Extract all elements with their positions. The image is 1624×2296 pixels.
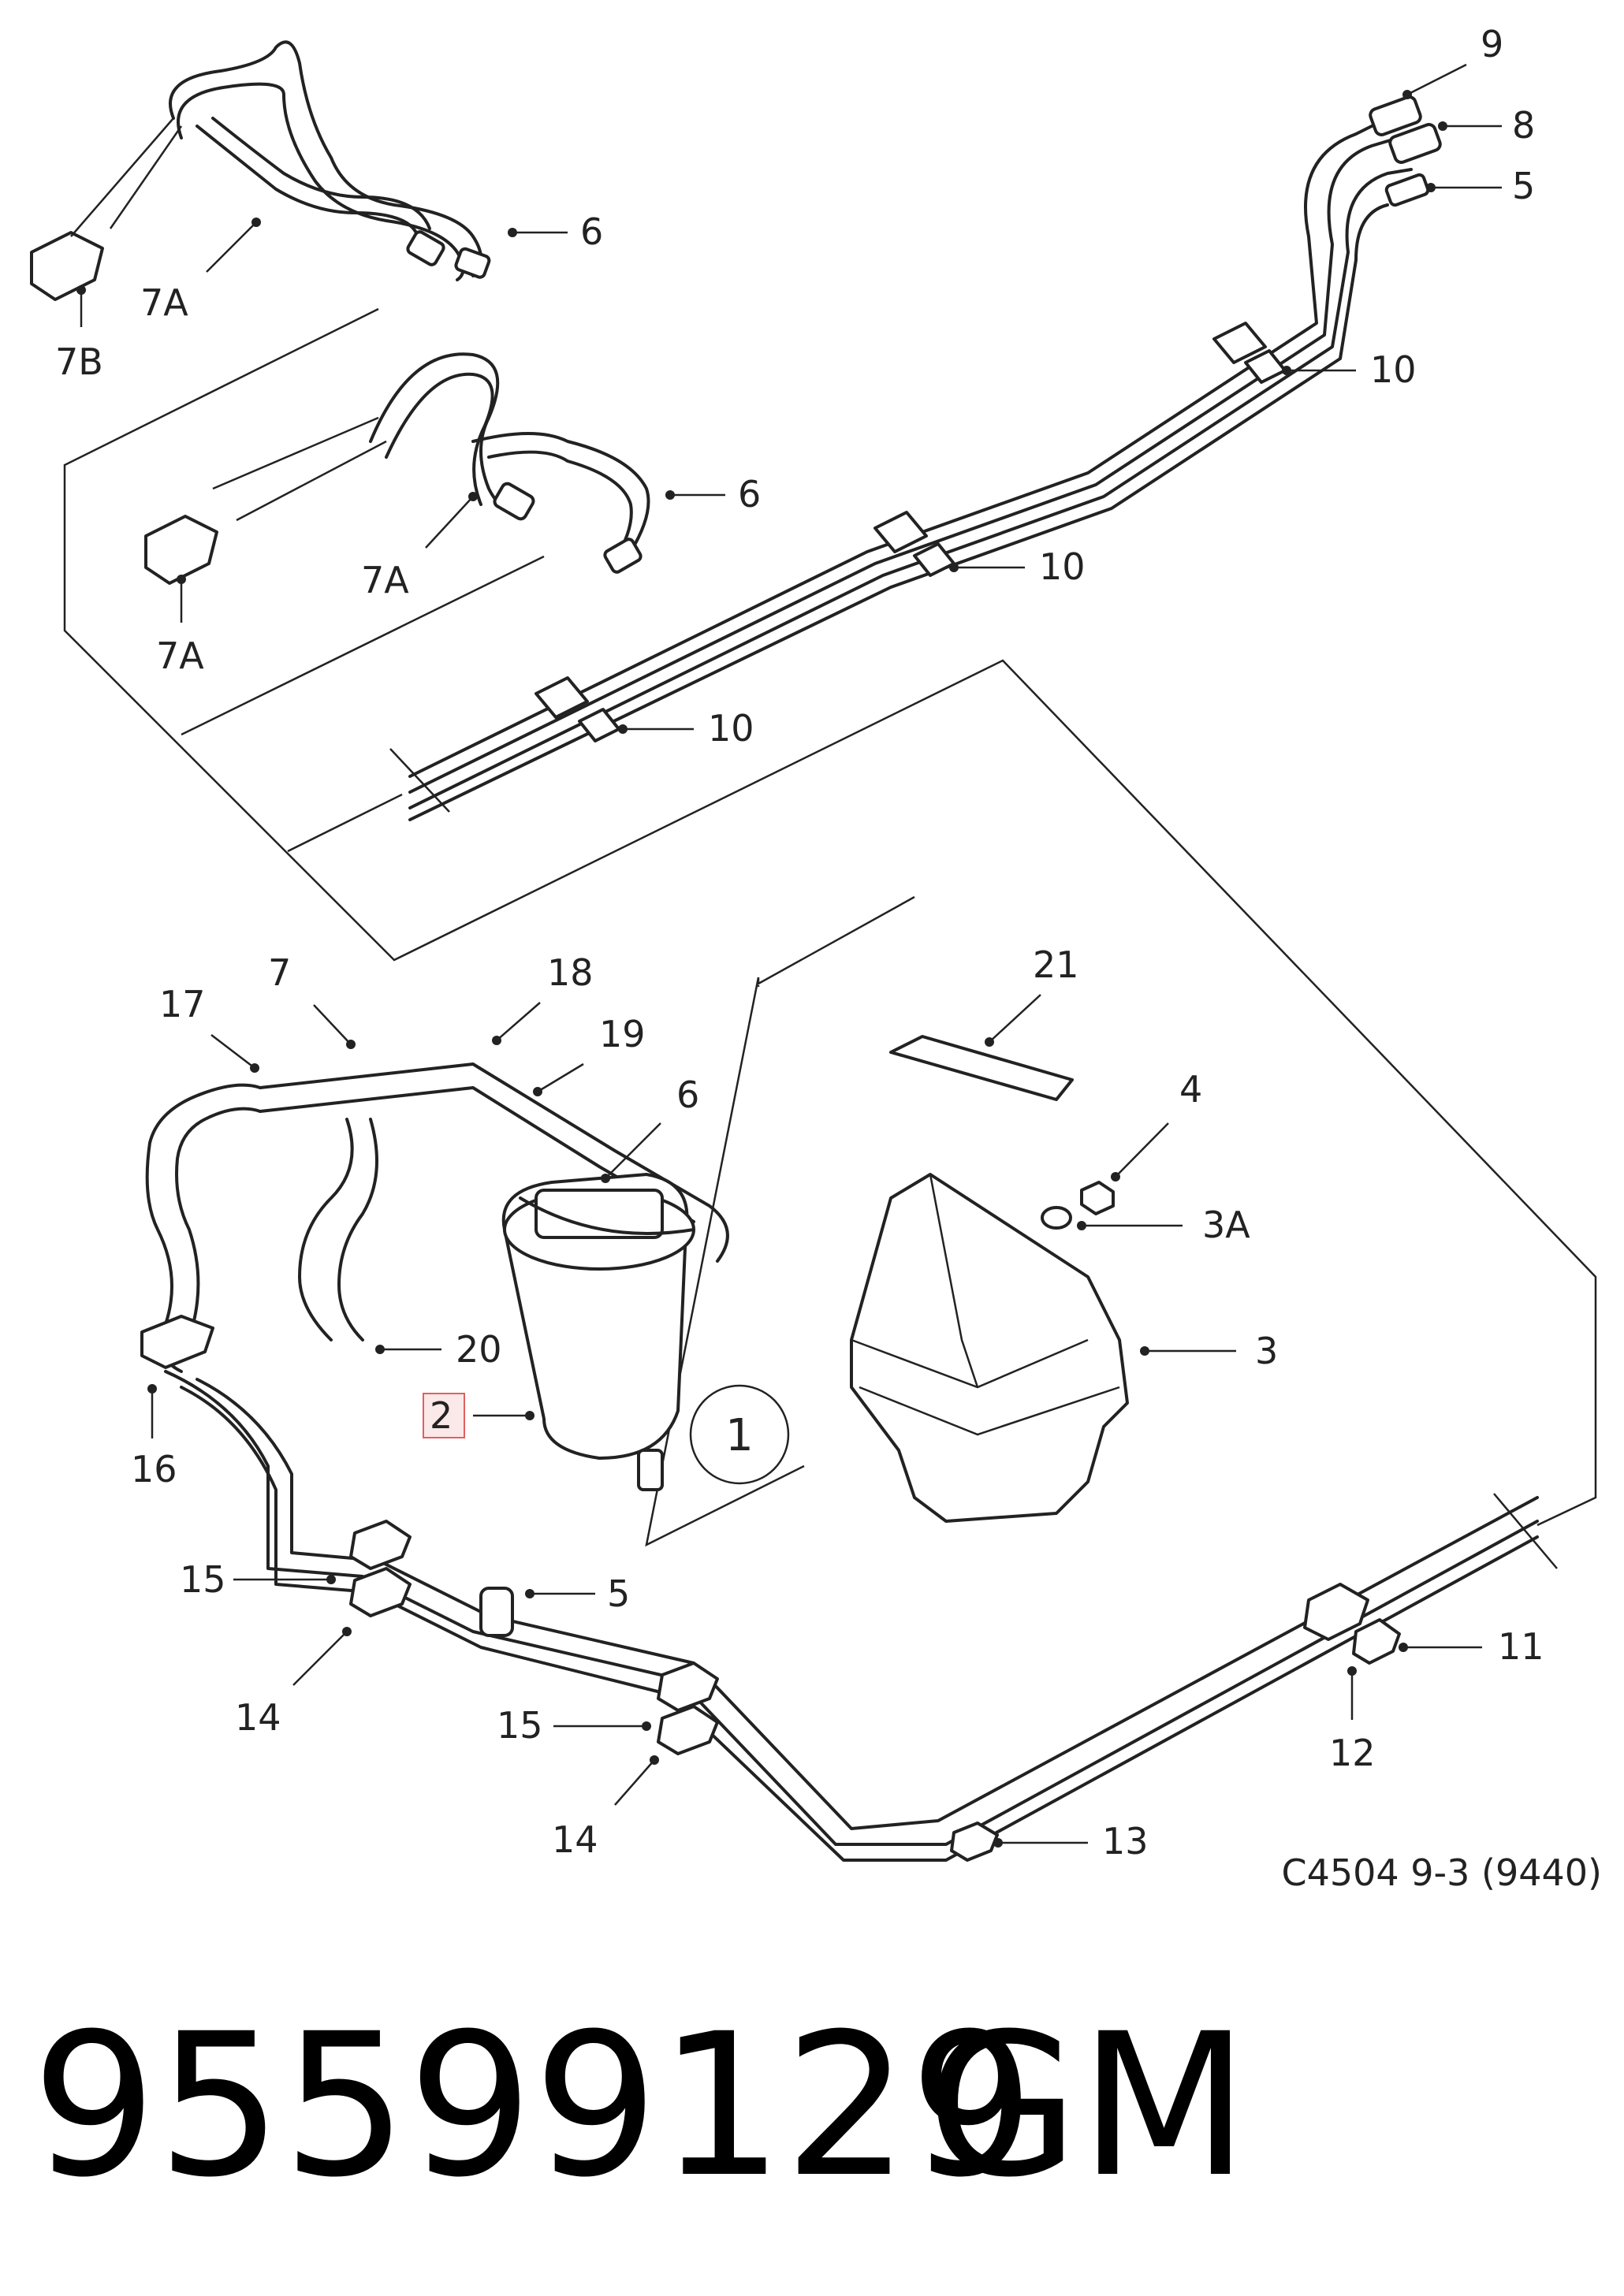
callout-2: 2 [430, 1394, 453, 1437]
detail-frames [63, 307, 1597, 1547]
callout-11: 11 [1498, 1625, 1544, 1668]
callout-7: 7 [268, 951, 291, 994]
callout-leaders [76, 63, 1502, 1848]
callout-10-a: 10 [1370, 348, 1417, 391]
callout-18: 18 [547, 951, 594, 994]
callout-7b: 7B [55, 340, 103, 383]
callout-16: 16 [131, 1448, 177, 1490]
callout-13: 13 [1102, 1820, 1149, 1862]
callout-21: 21 [1033, 943, 1079, 986]
clip-7b [30, 231, 104, 301]
upper-detail-divider-2 [287, 793, 403, 853]
callout-15-a: 15 [180, 1558, 226, 1601]
callout-10-c: 10 [708, 707, 754, 750]
ref-circle-1-label: 1 [725, 1410, 754, 1461]
callout-15-b: 15 [497, 1704, 543, 1747]
callout-12: 12 [1329, 1732, 1376, 1774]
small-parts [889, 1035, 1115, 1230]
callout-20: 20 [456, 1328, 502, 1371]
canister-detail-frame [645, 895, 915, 1547]
callout-5-top: 5 [1512, 165, 1535, 207]
callout-5-low: 5 [607, 1572, 630, 1615]
fuel-filter [501, 1173, 695, 1491]
washer-3a [1041, 1206, 1072, 1230]
pipe-break-mark-lower [1493, 1493, 1558, 1569]
figure-reference: C4504 9-3 (9440) [1281, 1851, 1602, 1894]
callout-9: 9 [1481, 23, 1503, 65]
ref-circle-1 [689, 1384, 790, 1485]
pipe-clips-10 [535, 322, 1287, 742]
clip-7a [144, 515, 218, 585]
callout-7a-top: 7A [140, 281, 188, 324]
hose-assembly-mid [144, 352, 650, 585]
callout-7a-left: 7A [156, 634, 204, 677]
upper-detail-frame [63, 307, 1597, 1527]
callout-6-low: 6 [676, 1074, 699, 1116]
upper-connectors [1369, 95, 1442, 207]
callout-4: 4 [1179, 1068, 1202, 1111]
bracket-21 [889, 1035, 1074, 1101]
callout-3a: 3A [1202, 1204, 1250, 1246]
callout-7a-mid: 7A [361, 559, 409, 601]
lower-clips [140, 1315, 1401, 1862]
part-number: 95599129 [32, 1991, 1034, 2220]
upper-detail-divider [181, 555, 545, 736]
callout-19: 19 [599, 1013, 646, 1055]
brand-label: GM [926, 1991, 1249, 2220]
callout-6-mid: 6 [738, 473, 761, 515]
callout-17: 17 [159, 983, 206, 1025]
pipe-break-mark [389, 748, 450, 813]
highlight-box-2 [423, 1393, 465, 1438]
nut-4 [1080, 1181, 1115, 1215]
callout-6-top: 6 [580, 210, 603, 253]
callout-14-a: 14 [235, 1696, 281, 1739]
upper-pipe-bundle [389, 95, 1442, 821]
lower-hose-harness [145, 1062, 1558, 1862]
callout-3: 3 [1255, 1330, 1278, 1372]
callout-14-b: 14 [552, 1818, 598, 1861]
callout-labels: 9 8 5 6 7A 7B 6 7A 7A 10 10 10 7 17 18 1… [55, 23, 1544, 1862]
hose-assembly-top [30, 40, 491, 301]
evap-canister [850, 1173, 1129, 1523]
callout-8: 8 [1512, 104, 1535, 147]
callout-10-b: 10 [1039, 545, 1086, 588]
